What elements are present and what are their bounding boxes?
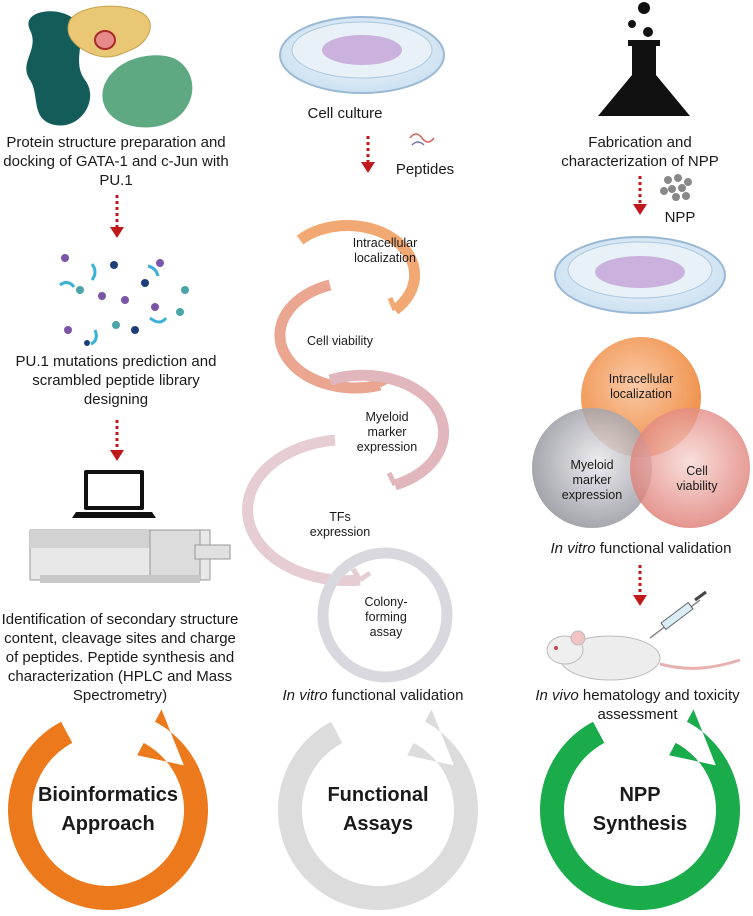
venn-label-intracellular: Intracellular localization [608,372,674,401]
petri-dish-icon-npp [554,236,726,314]
flow-arrows [110,136,647,606]
loop-step-cell-viability: Cell viability [307,334,373,348]
label-npp: NPP [664,209,696,226]
loop-step-myeloid: Myeloid marker expression [356,410,418,454]
mouse-illustration [546,630,741,681]
venn-diagram [532,337,750,528]
step-mutation-prediction: PU.1 mutations prediction and scrambled … [15,353,217,408]
invivo-caption: In vivo hematology and toxicity assessme… [535,687,740,723]
venn-label-myeloid: Myeloid marker expression [561,458,623,502]
hplc-machine-illustration [29,529,231,583]
step-protein-docking: Protein structure preparation and dockin… [3,134,229,189]
venn-label-cell-viability: Cell viability [676,464,718,493]
nanoparticles-icon [660,174,692,201]
loop-step-colony: Colony-forming assay [364,595,408,639]
step-peptide-characterization: Identification of secondary structure co… [1,611,239,704]
functional-validation-caption: In vitro functional validation [282,687,464,704]
syringe-icon [649,590,707,639]
functional-loop [242,219,453,683]
cycle-npp [540,709,740,911]
cycle-bioinformatics [7,709,208,910]
loop-step-tfs: TFs expression [309,510,371,539]
cycle-functional [278,709,478,911]
loop-step-intracellular: Intracellular localization [352,236,418,265]
peptides-icon [409,133,435,146]
label-peptides: Peptides [395,161,455,178]
laptop-icon [72,470,156,518]
npp-validation-caption: In vitro functional validation [550,540,732,557]
flask-icon [598,2,690,116]
protein-structure-illustration [26,5,193,128]
peptide-library-illustration [59,254,189,346]
step-npp-fabrication: Fabrication and characterization of NPP [561,134,719,170]
petri-dish-icon [279,16,445,94]
label-cell-culture: Cell culture [307,105,383,122]
